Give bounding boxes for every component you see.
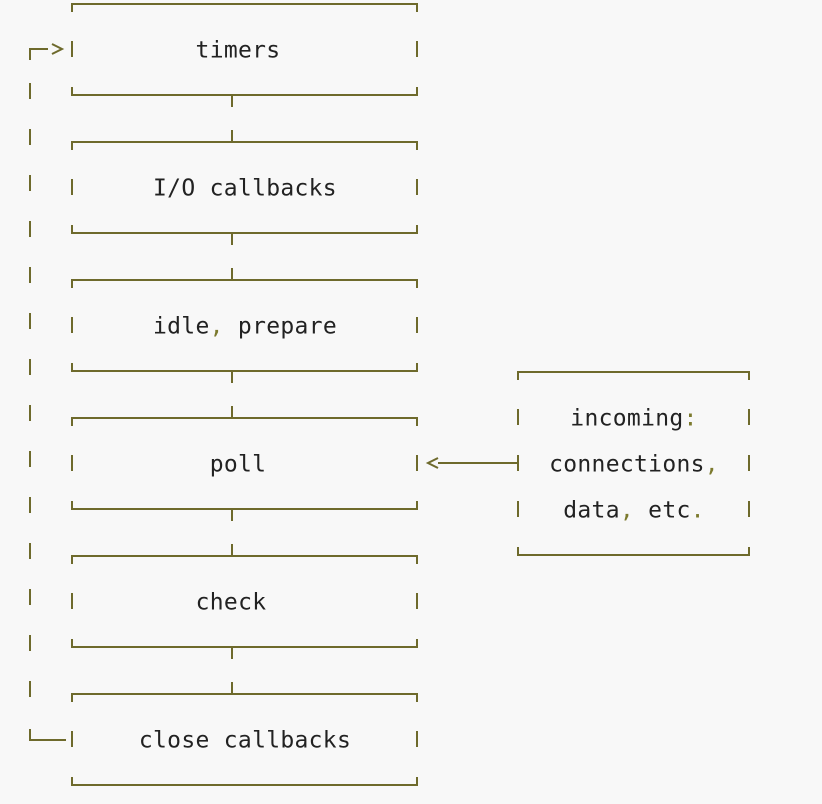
phase-box-idle-prepare-top-edge (71, 279, 418, 288)
phase-box-poll (71, 417, 418, 510)
phase-box-poll-bottom-edge (71, 501, 418, 510)
incoming-frame-bottom-edge (517, 547, 750, 556)
phase-label-timers: timers (195, 37, 281, 64)
phase-box-io-callbacks (71, 141, 418, 234)
phase-box-idle-prepare-bottom-edge (71, 363, 418, 372)
phase-box-check (71, 555, 418, 648)
incoming-arrow-head (425, 457, 439, 469)
phase-box-check-top-edge (71, 555, 418, 564)
loop-bottom-corner (29, 729, 66, 741)
phase-box-io-callbacks-bottom-edge (71, 225, 418, 234)
phase-box-close-callbacks-top-edge (71, 693, 418, 702)
phase-boxes (71, 3, 418, 786)
phase-box-timers-bottom-edge (71, 87, 418, 96)
incoming-line-2: data, etc. (563, 497, 705, 524)
phase-box-idle-prepare (71, 279, 418, 372)
loop-top-corner (29, 48, 48, 60)
phase-box-timers (71, 3, 418, 96)
incoming-arrow (425, 457, 518, 469)
incoming-frame (517, 371, 750, 556)
incoming-line-0: incoming: (570, 405, 698, 432)
phase-box-close-callbacks-bottom-edge (71, 777, 418, 786)
phase-box-io-callbacks-top-edge (71, 141, 418, 150)
phase-box-check-bottom-edge (71, 639, 418, 648)
incoming-line-1: connections, (549, 451, 719, 478)
loop-back-arrow (29, 43, 66, 741)
phase-box-poll-top-edge (71, 417, 418, 426)
phase-box-timers-top-edge (71, 3, 418, 12)
phase-label-io-callbacks: I/O callbacks (153, 175, 337, 202)
phase-label-check: check (195, 589, 267, 616)
incoming-frame-top-edge (517, 371, 750, 380)
incoming-box (517, 371, 750, 556)
loop-arrow-head (51, 43, 65, 55)
phase-label-poll: poll (209, 451, 267, 478)
phase-box-close-callbacks (71, 693, 418, 786)
phase-label-idle-prepare: idle, prepare (152, 313, 338, 340)
phase-label-close-callbacks: close callbacks (138, 727, 352, 754)
